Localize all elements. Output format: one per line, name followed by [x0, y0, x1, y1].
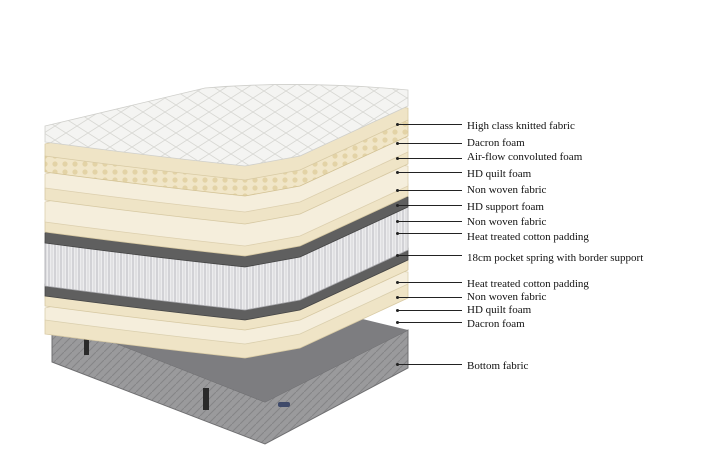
leader-dot: [396, 232, 399, 235]
leader-line: [398, 322, 462, 323]
leader-dot: [396, 296, 399, 299]
layer-label: High class knitted fabric: [467, 120, 575, 132]
layer-label: Dacron foam: [467, 318, 525, 330]
leader-line: [398, 221, 462, 222]
layer-label: 18cm pocket spring with border support: [467, 252, 644, 264]
leader-dot: [396, 171, 399, 174]
leader-dot: [396, 220, 399, 223]
layer-label: Non woven fabric: [467, 216, 547, 228]
leader-line: [398, 172, 462, 173]
leader-dot: [396, 254, 399, 257]
leader-dot: [396, 142, 399, 145]
leader-line: [398, 124, 462, 125]
layer-label: Heat treated cotton padding: [467, 231, 589, 243]
layer-label: Non woven fabric: [467, 291, 547, 303]
leader-dot: [396, 321, 399, 324]
layer-label: Dacron foam: [467, 137, 525, 149]
leader-line: [398, 233, 462, 234]
leader-dot: [396, 123, 399, 126]
leader-line: [398, 143, 462, 144]
leader-dot: [396, 363, 399, 366]
layer-label: Non woven fabric: [467, 184, 547, 196]
leader-line: [398, 158, 462, 159]
leader-line: [398, 310, 462, 311]
layer-label: HD quilt foam: [467, 304, 532, 316]
layer-label: Heat treated cotton padding: [467, 278, 589, 290]
layer-label: HD support foam: [467, 201, 544, 213]
leader-dot: [396, 157, 399, 160]
leader-line: [398, 297, 462, 298]
layer-label: HD quilt foam: [467, 168, 532, 180]
leader-line: [398, 282, 462, 283]
leader-dot: [396, 204, 399, 207]
leader-dot: [396, 189, 399, 192]
layer-knitted-fabric: [44, 84, 409, 167]
leader-line: [398, 205, 462, 206]
leader-dot: [396, 281, 399, 284]
layer-label: Air-flow convoluted foam: [467, 151, 583, 163]
leader-line: [398, 364, 462, 365]
leader-line: [398, 255, 462, 256]
leader-dot: [396, 309, 399, 312]
leader-line: [398, 190, 462, 191]
layer-label: Bottom fabric: [467, 360, 529, 372]
